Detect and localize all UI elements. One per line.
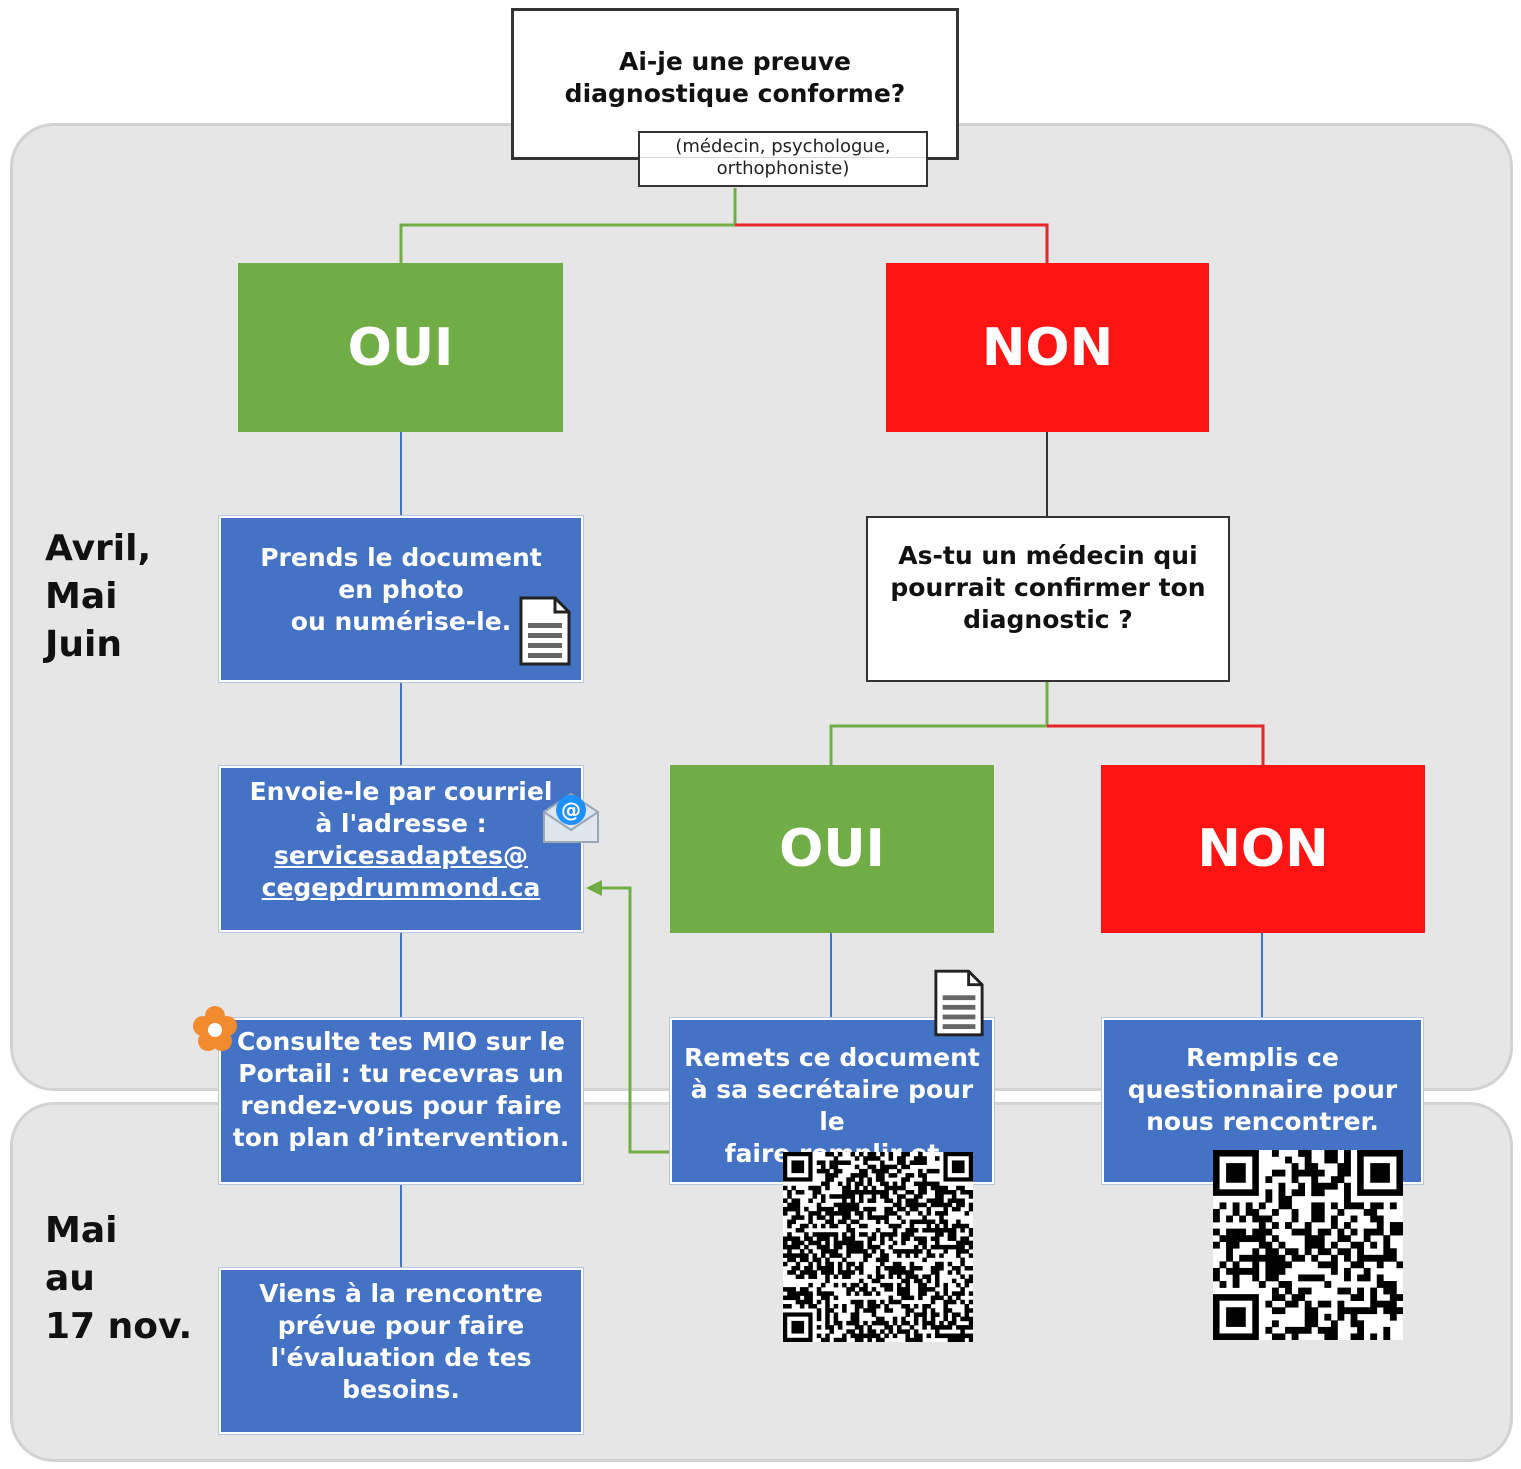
step-line: Consulte tes MIO sur le: [236, 1027, 566, 1056]
step-line: Remets ce document: [684, 1043, 980, 1072]
email-address-link[interactable]: servicesadaptes@: [273, 841, 528, 870]
question-line: Ai-je une preuve: [618, 47, 851, 76]
period-line: Juin: [45, 624, 122, 665]
step-attend-meeting: Viens à la rencontre prévue pour faire l…: [218, 1267, 584, 1435]
professionals-note: (médecin, psychologue, orthophoniste): [638, 131, 928, 187]
email-address-link[interactable]: cegepdrummond.ca: [261, 873, 541, 902]
period-line: Mai: [45, 576, 118, 617]
question-line: diagnostique conforme?: [564, 79, 906, 108]
step-line: prévue pour faire: [277, 1311, 525, 1340]
period-line: Avril,: [45, 528, 152, 569]
document-icon: [519, 596, 571, 666]
note-line: orthophoniste): [716, 158, 850, 179]
step-line: rendez-vous pour faire: [240, 1091, 562, 1120]
period-line: au: [45, 1258, 95, 1299]
step-line: questionnaire pour: [1127, 1075, 1398, 1104]
step-line: nous rencontrer.: [1146, 1107, 1379, 1136]
email-icon: @: [543, 792, 599, 843]
step-line: en photo: [338, 575, 464, 604]
qr-code-icon[interactable]: [783, 1152, 973, 1342]
flower-icon: [193, 1006, 237, 1051]
question-line: diagnostic ?: [963, 605, 1133, 634]
step-line: Envoie-le par courriel: [249, 777, 553, 806]
question-line: As-tu un médecin qui: [898, 541, 1198, 570]
step-line: à l'adresse :: [315, 809, 487, 838]
step-line: Remplis ce: [1186, 1043, 1339, 1072]
period-label-may-nov: Mai au 17 nov.: [45, 1207, 192, 1351]
note-line: (médecin, psychologue,: [675, 136, 891, 157]
answer-yes-box: OUI: [670, 765, 994, 933]
document-icon[interactable]: [933, 968, 985, 1038]
svg-text:@: @: [561, 798, 581, 822]
step-line: Prends le document: [260, 543, 542, 572]
step-send-email: Envoie-le par courriel à l'adresse : ser…: [218, 765, 584, 933]
step-line: besoins.: [342, 1375, 460, 1404]
step-line: ou numérise-le.: [290, 607, 512, 636]
question-doctor: As-tu un médecin qui pourrait confirmer …: [866, 516, 1230, 682]
question-line: pourrait confirmer ton: [890, 573, 1206, 602]
qr-code-icon[interactable]: [1213, 1150, 1403, 1340]
period-label-apr-jun: Avril, Mai Juin: [45, 525, 151, 669]
step-line: ton plan d’intervention.: [232, 1123, 570, 1152]
answer-yes-box: OUI: [238, 263, 563, 432]
step-line: à sa secrétaire pour le: [690, 1075, 974, 1136]
answer-no-box: NON: [1101, 765, 1425, 933]
step-line: Viens à la rencontre: [259, 1279, 543, 1308]
step-check-mio: Consulte tes MIO sur le Portail : tu rec…: [218, 1017, 584, 1185]
step-line: Portail : tu recevras un: [238, 1059, 564, 1088]
period-line: 17 nov.: [45, 1306, 193, 1347]
period-line: Mai: [45, 1210, 118, 1251]
answer-no-box: NON: [886, 263, 1209, 432]
step-line: l'évaluation de tes: [270, 1343, 532, 1372]
